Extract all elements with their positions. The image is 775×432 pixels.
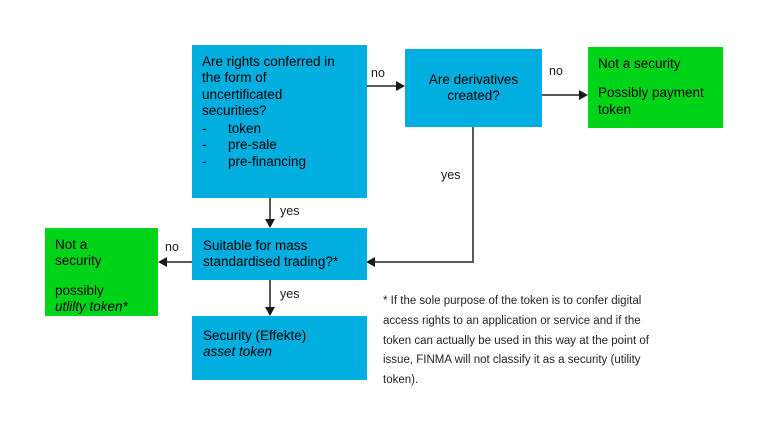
bullet-dash-icon: - bbox=[202, 137, 207, 153]
node-utility-token-line2: possibly bbox=[55, 282, 104, 298]
spacer bbox=[55, 270, 149, 283]
bullet-label-pre-financing: pre-financing bbox=[228, 153, 307, 169]
edge-mass-to-utility-arrowhead bbox=[158, 257, 167, 267]
node-mass-trading-question-label: Suitable for mass standardised trading?* bbox=[203, 238, 339, 270]
node-security-result-emphasis: asset token bbox=[203, 344, 273, 360]
node-derivatives-question[interactable]: Are derivatives created? bbox=[405, 49, 542, 127]
node-payment-token-line1: Not a security bbox=[598, 56, 681, 71]
edge-mass-to-utility-line bbox=[167, 261, 192, 263]
node-utility-token-body: Not a security possibly utlilty token* bbox=[45, 228, 158, 316]
node-security-result-line1: Security (Effekte) bbox=[203, 328, 307, 343]
bullet-item-token: - token bbox=[202, 121, 357, 137]
node-payment-token-body: Not a security Possibly payment token bbox=[588, 47, 723, 118]
node-utility-token-result[interactable]: Not a security possibly utlilty token* bbox=[45, 228, 158, 316]
node-utility-token-emphasis: utlilty token* bbox=[55, 299, 128, 315]
node-payment-token-prefix: Possibly bbox=[598, 85, 653, 101]
node-payment-token-result[interactable]: Not a security Possibly payment token bbox=[588, 47, 723, 128]
edge-label-rights-to-derivatives: no bbox=[371, 66, 385, 80]
edge-label-mass-to-security: yes bbox=[280, 287, 300, 301]
node-rights-question[interactable]: Are rights conferred in the form of unce… bbox=[192, 45, 367, 198]
bullet-dash-icon: - bbox=[202, 120, 207, 136]
node-payment-token-emphasis: payment token bbox=[598, 85, 704, 117]
spacer bbox=[598, 72, 714, 85]
edge-mass-to-security-arrowhead bbox=[265, 307, 275, 316]
bullet-item-pre-financing: - pre-financing bbox=[202, 154, 357, 170]
node-security-result[interactable]: Security (Effekte) asset token bbox=[192, 316, 367, 380]
bullet-dash-icon: - bbox=[202, 153, 207, 169]
node-security-result-body: Security (Effekte) asset token bbox=[192, 316, 367, 361]
footnote-text: * If the sole purpose of the token is to… bbox=[383, 295, 653, 387]
edge-rights-to-derivatives-line bbox=[367, 85, 397, 87]
node-mass-trading-question[interactable]: Suitable for mass standardised trading?* bbox=[192, 228, 367, 280]
edge-rights-to-mass-line bbox=[269, 198, 271, 221]
edge-rights-to-derivatives-arrowhead bbox=[396, 81, 405, 91]
node-rights-question-heading: Are rights conferred in the form of unce… bbox=[202, 54, 335, 119]
bullet-label-pre-sale: pre-sale bbox=[228, 137, 277, 153]
edge-derivatives-to-mass-arrowhead bbox=[366, 257, 375, 267]
bullet-item-pre-sale: - pre-sale bbox=[202, 137, 357, 153]
edge-label-rights-to-mass: yes bbox=[280, 204, 300, 218]
edge-label-derivatives-to-mass: yes bbox=[441, 168, 461, 182]
edge-derivatives-to-mass-vertical bbox=[472, 127, 474, 263]
edge-derivatives-to-payment-arrowhead bbox=[579, 90, 588, 100]
edge-label-derivatives-to-payment: no bbox=[549, 64, 563, 78]
node-utility-token-line1: Not a security bbox=[55, 237, 102, 269]
node-payment-token-line2: Possibly payment token bbox=[598, 85, 714, 118]
node-derivatives-question-label: Are derivatives created? bbox=[428, 71, 519, 103]
edge-mass-to-security-line bbox=[269, 280, 271, 309]
edge-label-mass-to-utility: no bbox=[165, 240, 179, 254]
node-rights-question-body: Are rights conferred in the form of unce… bbox=[192, 45, 367, 170]
edge-derivatives-to-mass-horizontal bbox=[375, 261, 474, 263]
node-rights-question-bullets: - token - pre-sale - pre-financing bbox=[202, 121, 357, 170]
edge-derivatives-to-payment-line bbox=[542, 94, 580, 96]
bullet-label-token: token bbox=[228, 120, 262, 136]
edge-rights-to-mass-arrowhead bbox=[265, 219, 275, 228]
